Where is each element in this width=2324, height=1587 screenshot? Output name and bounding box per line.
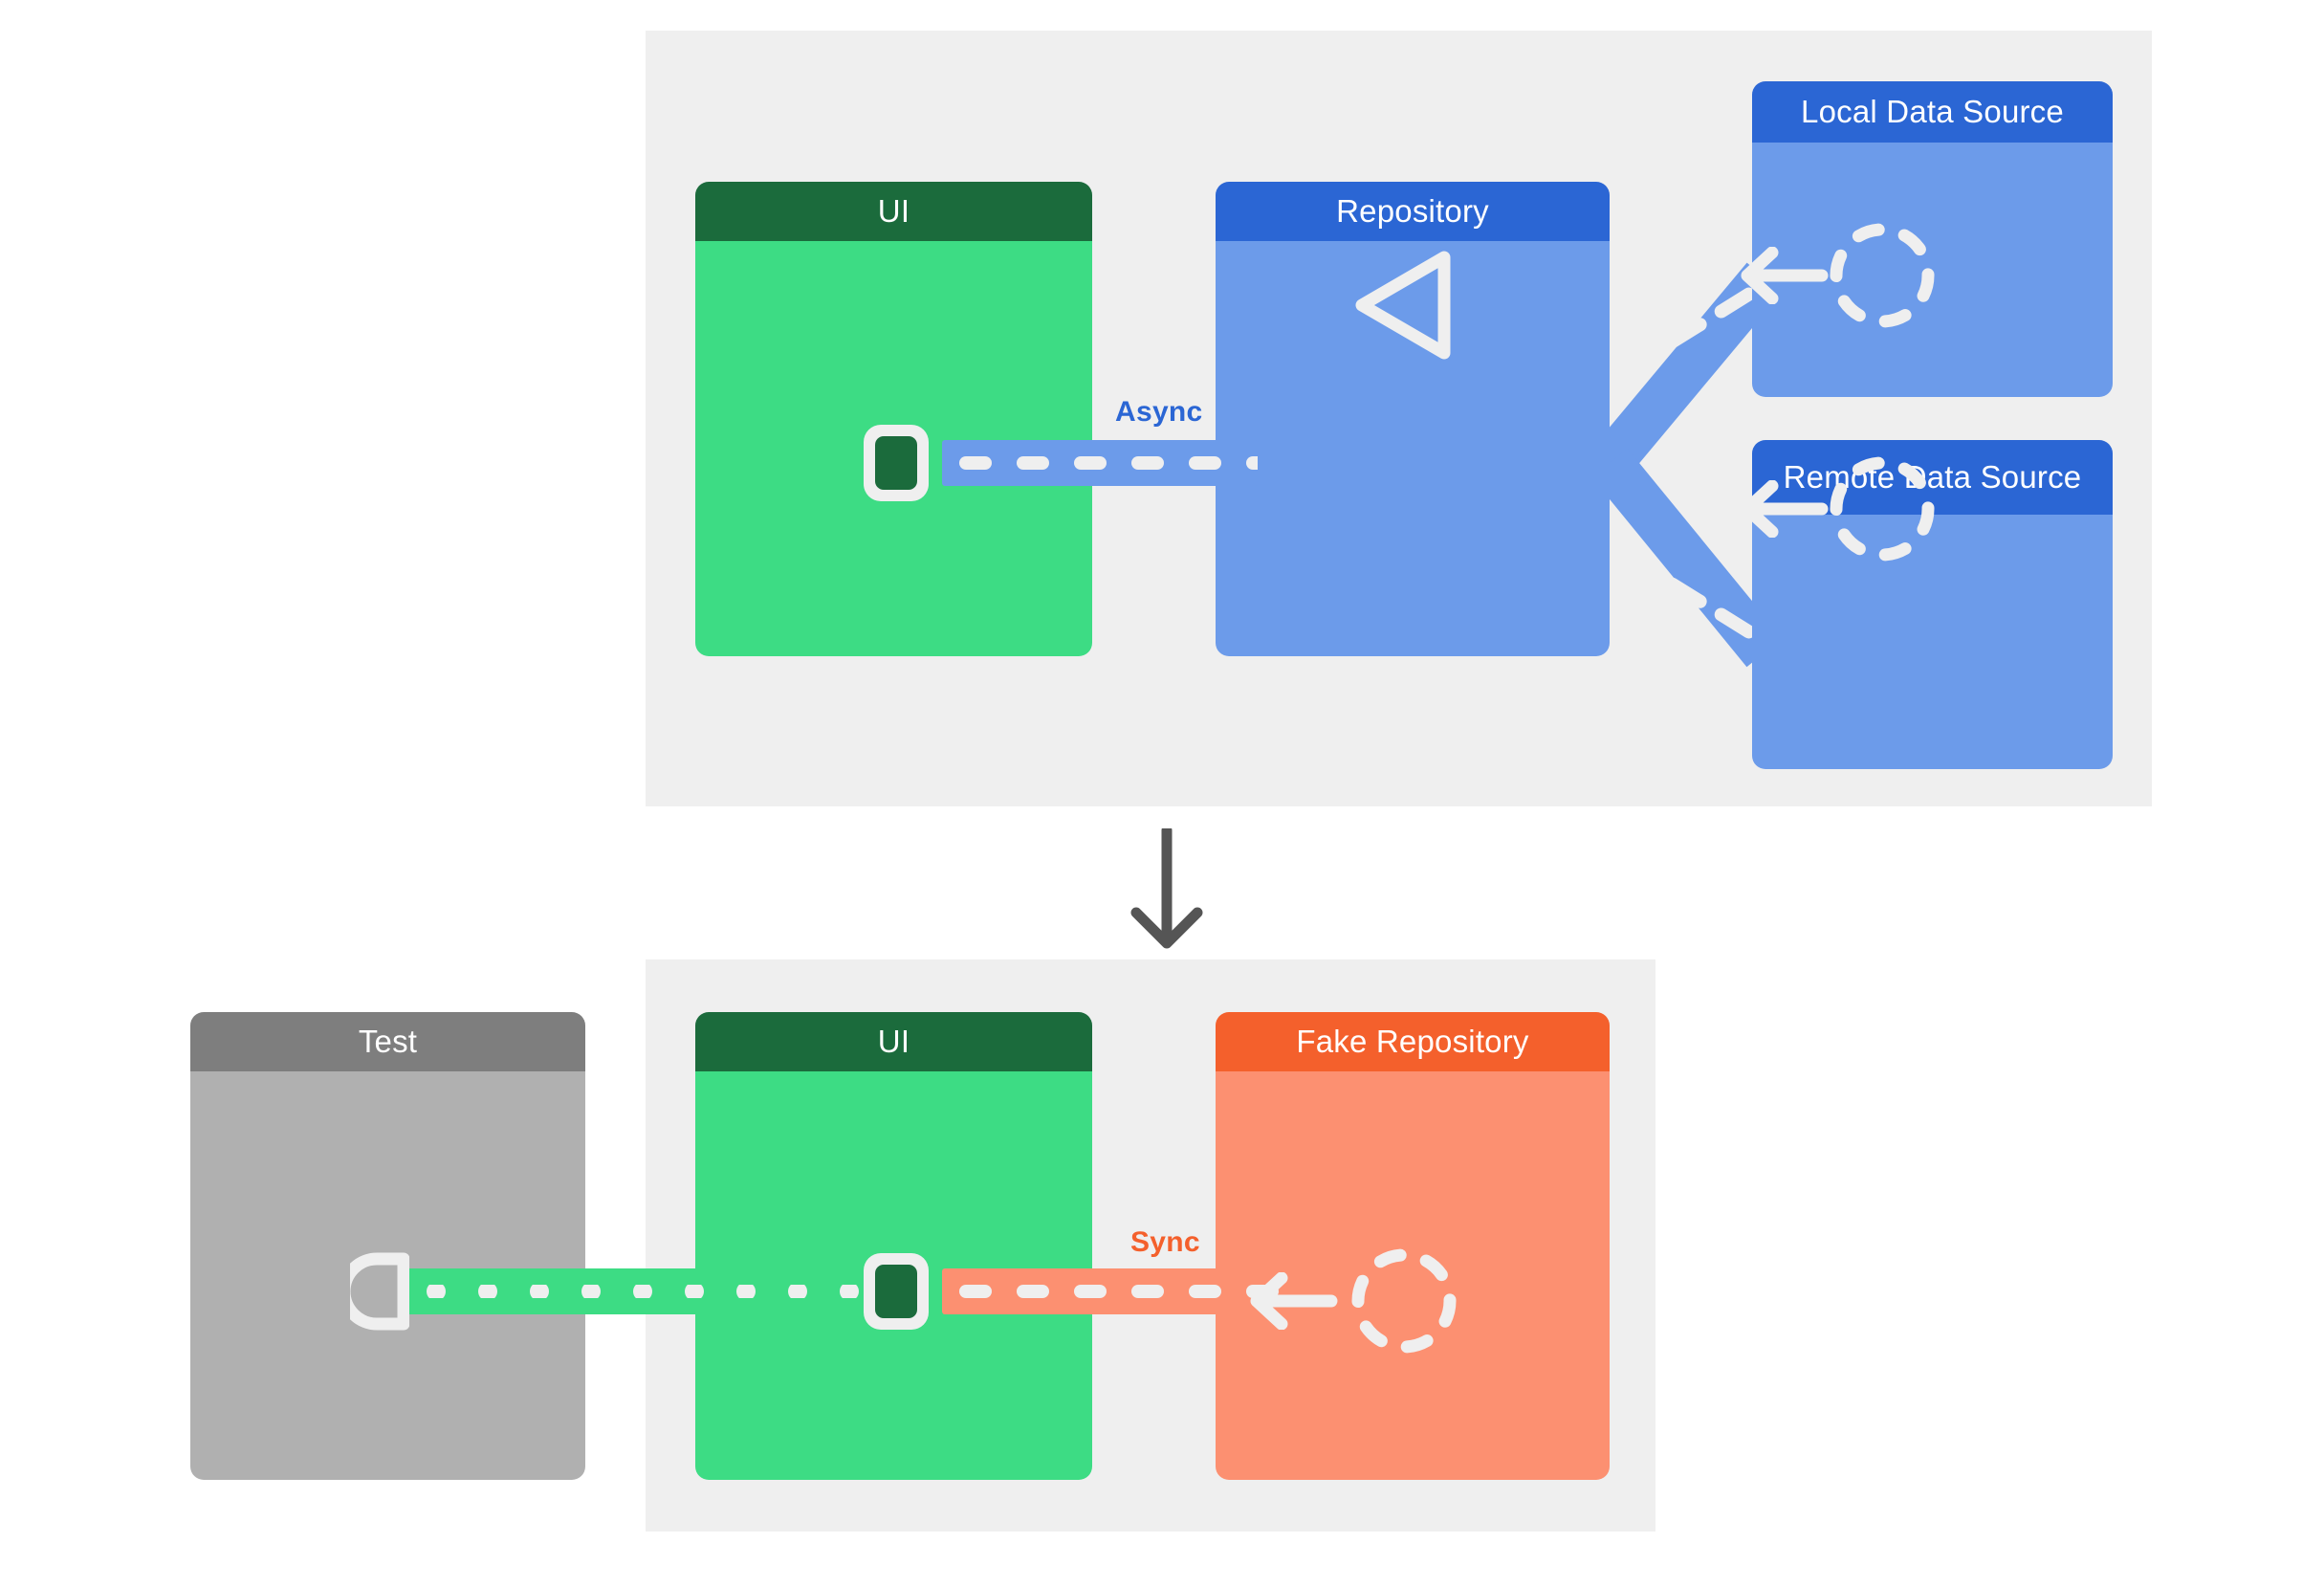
- dash-run: [942, 1285, 1286, 1298]
- dashed-circle-icon: [1351, 1248, 1457, 1354]
- card-title: Remote Data Source: [1752, 440, 2113, 515]
- card-body: [1752, 515, 2113, 769]
- card-title: Local Data Source: [1752, 81, 2113, 143]
- left-arrow-icon: [1741, 247, 1829, 304]
- card-title: UI: [695, 182, 1092, 241]
- card-repository[interactable]: Repository: [1216, 182, 1610, 656]
- card-title: Repository: [1216, 182, 1610, 241]
- card-ui-test[interactable]: UI: [695, 1012, 1092, 1480]
- card-title: UI: [695, 1012, 1092, 1071]
- card-remote-data-source[interactable]: Remote Data Source: [1752, 440, 2113, 769]
- connector-label-async: Async: [1115, 396, 1203, 428]
- card-title: Test: [190, 1012, 585, 1071]
- connector-label-sync: Sync: [1130, 1226, 1200, 1258]
- dashed-circle-icon: [1830, 223, 1935, 328]
- down-arrow-icon: [1130, 828, 1203, 949]
- funnel-icon: [1355, 251, 1451, 360]
- card-ui-production[interactable]: UI: [695, 182, 1092, 656]
- dash-run: [942, 456, 1258, 470]
- left-arrow-icon: [1741, 480, 1829, 538]
- square-socket-icon: [864, 425, 929, 501]
- d-plug-icon: [350, 1252, 409, 1331]
- dashed-circle-icon: [1830, 456, 1935, 562]
- left-arrow-icon: [1250, 1272, 1338, 1330]
- connector-sync-band: [942, 1268, 1286, 1314]
- card-title: Fake Repository: [1216, 1012, 1610, 1071]
- card-test[interactable]: Test: [190, 1012, 585, 1480]
- card-body: [1216, 241, 1610, 656]
- square-socket-icon: [864, 1253, 929, 1330]
- connector-async-band: [942, 440, 1258, 486]
